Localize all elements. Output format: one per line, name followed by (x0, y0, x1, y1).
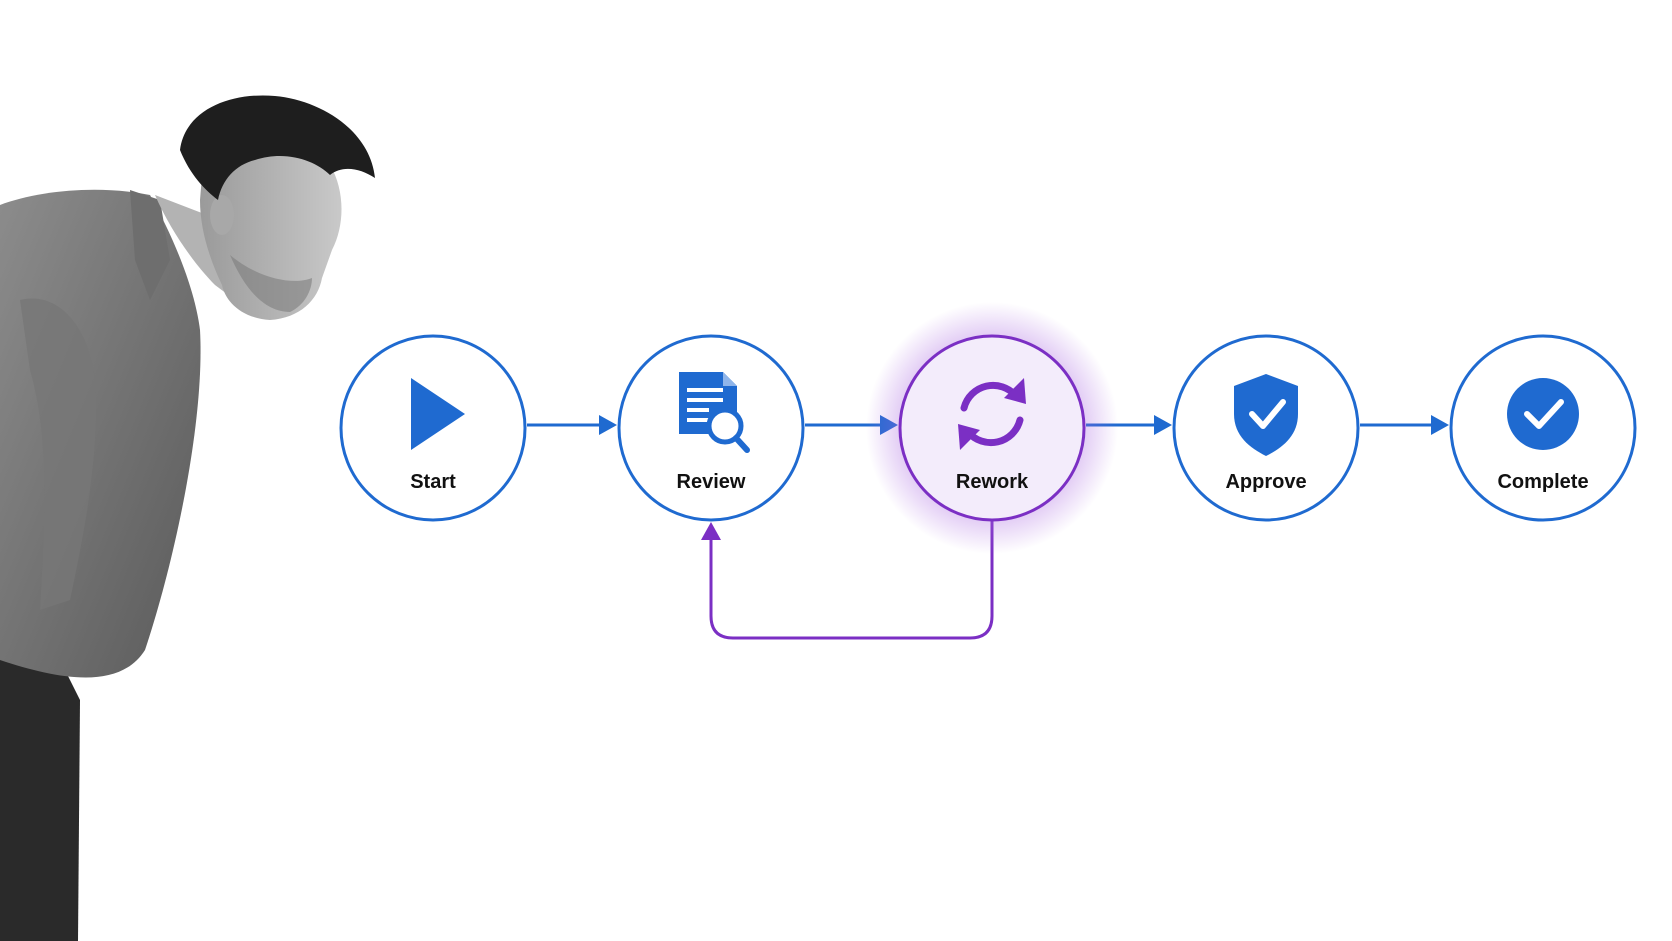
person-photo (0, 95, 375, 941)
loop-connector-line (709, 520, 994, 640)
node-complete-label: Complete (1497, 471, 1588, 493)
node-approve-label: Approve (1225, 471, 1306, 493)
node-rework-circle (898, 334, 1086, 522)
edge-rework-to-review (701, 520, 994, 640)
check-circle-icon (1507, 378, 1579, 450)
connector-arrowhead (1154, 415, 1172, 435)
node-start: Start (339, 334, 527, 522)
edges-layer (527, 415, 1449, 640)
loop-arrowhead (701, 522, 721, 540)
node-start-label: Start (410, 471, 456, 493)
connector-arrowhead (1431, 415, 1449, 435)
node-approve: Approve (1172, 334, 1360, 522)
nodes-layer: Start Review Rework Approve Complete (339, 302, 1637, 554)
edge-start-to-review (527, 415, 617, 435)
node-review: Review (617, 334, 805, 522)
shield-check-icon (1234, 374, 1298, 456)
node-complete: Complete (1449, 334, 1637, 522)
node-rework: Rework (866, 302, 1118, 554)
refresh-icon (958, 378, 1026, 450)
node-rework-label: Rework (956, 471, 1029, 493)
edge-approve-to-complete (1360, 415, 1449, 435)
connector-arrowhead (599, 415, 617, 435)
node-review-label: Review (677, 471, 746, 493)
play-icon (411, 378, 465, 450)
document-search-icon (679, 372, 750, 453)
